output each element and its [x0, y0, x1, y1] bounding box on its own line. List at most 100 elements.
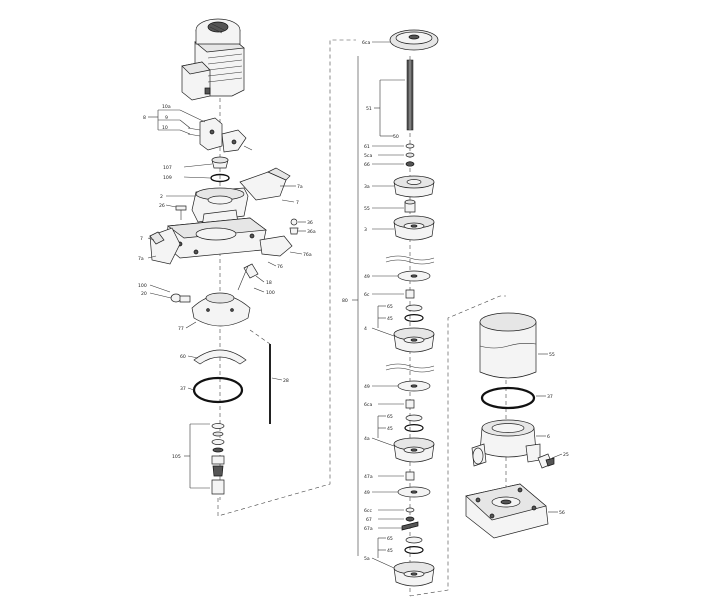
- base-plate-56: 56: [465, 483, 565, 539]
- label-49-3: 49: [364, 490, 370, 496]
- label-18: 18: [266, 280, 272, 286]
- label-100-left: 100: [138, 283, 147, 289]
- break-mark-1: [385, 255, 435, 265]
- break-mark-2: [385, 363, 435, 373]
- screw-36: 36 36a: [289, 218, 316, 235]
- coupling-guard-right: 7a 7: [239, 167, 303, 206]
- seal-parts: 107 109: [163, 156, 230, 183]
- shaft-51: 51 50: [366, 59, 414, 140]
- label-65-3: 65: [387, 536, 393, 542]
- label-8: 8: [143, 115, 146, 121]
- outer-sleeve-55: 55: [479, 312, 555, 379]
- bolt-26: 26: [159, 203, 187, 220]
- stage-group-4a: 65 45 4a: [364, 414, 435, 463]
- top-cap-6ca: 6ca: [362, 29, 439, 51]
- label-20: 20: [141, 291, 147, 297]
- label-6: 6: [547, 434, 550, 440]
- drain-stack-105: 105: [172, 423, 225, 495]
- label-36a: 36a: [307, 229, 316, 235]
- label-9: 9: [165, 115, 168, 121]
- label-107: 107: [163, 165, 172, 171]
- plug-20: 100 20: [138, 283, 191, 303]
- label-49-1: 49: [364, 274, 370, 280]
- label-105: 105: [172, 454, 181, 460]
- label-28: 28: [283, 378, 289, 384]
- label-51: 51: [366, 106, 372, 112]
- label-4: 4: [364, 326, 367, 332]
- label-47a: 47a: [364, 474, 373, 480]
- label-45-1: 45: [387, 316, 393, 322]
- label-5ca: 5ca: [364, 153, 372, 159]
- label-55-middle: 55: [364, 206, 370, 212]
- label-10: 10: [162, 125, 168, 131]
- o-ring-37-right: 37: [480, 386, 553, 410]
- stage-group-4: 65 45 4: [364, 304, 435, 353]
- label-4a: 4a: [364, 436, 370, 442]
- label-group-8: 8 10a 9 10: [143, 104, 206, 135]
- label-45-3: 45: [387, 548, 393, 554]
- label-36: 36: [307, 220, 313, 226]
- connector-line-right: [409, 295, 506, 597]
- small-parts-61-66: 61 5ca 66: [364, 143, 415, 168]
- chamber-3a: 3a: [364, 175, 435, 198]
- label-80: 80: [342, 298, 348, 304]
- staybolt-28: 28: [249, 329, 289, 424]
- clip-60: 60: [180, 349, 247, 365]
- label-37-right: 37: [547, 394, 553, 400]
- label-37-left: 37: [180, 386, 186, 392]
- motor: [181, 18, 245, 101]
- label-66: 66: [364, 162, 370, 168]
- vent-plug-18: 18 100: [237, 263, 275, 296]
- label-5a: 5a: [364, 556, 370, 562]
- label-56: 56: [559, 510, 565, 516]
- label-61: 61: [364, 144, 370, 150]
- label-100-right: 100: [266, 290, 275, 296]
- label-7-left: 7: [140, 236, 143, 242]
- label-45-2: 45: [387, 426, 393, 432]
- label-55-right: 55: [549, 352, 555, 358]
- chamber-3: 3: [364, 215, 435, 241]
- chamber-top-77: 77: [178, 292, 251, 332]
- spacer-6ca-2: 6ca: [364, 399, 415, 409]
- label-2: 2: [160, 194, 163, 200]
- label-77: 77: [178, 326, 184, 332]
- label-49-2: 49: [364, 384, 370, 390]
- impeller-49-3: 49: [364, 486, 431, 498]
- label-109: 109: [163, 175, 172, 181]
- label-76a: 76a: [303, 252, 312, 258]
- label-6ca-top: 6ca: [362, 40, 370, 46]
- part-47a: 47a: [364, 471, 415, 481]
- label-60: 60: [180, 354, 186, 360]
- label-25: 25: [563, 452, 569, 458]
- base-6: 6: [471, 419, 550, 467]
- label-65-1: 65: [387, 304, 393, 310]
- label-76: 76: [277, 264, 283, 270]
- label-3: 3: [364, 227, 367, 233]
- label-67a: 67a: [364, 526, 373, 532]
- stage-group-5a: 65 45 5a: [364, 536, 435, 587]
- impeller-49-1: 49: [364, 270, 431, 282]
- label-3a: 3a: [364, 184, 370, 190]
- o-ring-37-left: 37: [180, 376, 244, 404]
- guard-bracket-76: 76a 76: [259, 235, 312, 270]
- label-6ca-2: 6ca: [364, 402, 372, 408]
- label-6cc: 6cc: [364, 508, 372, 514]
- label-67: 67: [366, 517, 372, 523]
- coupling: [187, 117, 253, 153]
- drain-plug-25: 25: [537, 452, 569, 469]
- impeller-49-2: 49: [364, 380, 431, 392]
- label-7a-top: 7a: [297, 184, 303, 190]
- spacer-6c: 6c: [364, 289, 415, 299]
- label-7-top: 7: [296, 200, 299, 206]
- parts-6cc-67: 6cc 67 67a: [364, 507, 419, 532]
- bush-55: 55: [364, 199, 416, 213]
- label-10a: 10a: [162, 104, 171, 110]
- label-65-2: 65: [387, 414, 393, 420]
- stack-bracket-80: 80: [342, 56, 359, 556]
- connector-line-left: [217, 39, 356, 517]
- label-7a-left: 7a: [138, 256, 144, 262]
- coupling-guard-left: 7 7a: [138, 227, 181, 265]
- label-6c: 6c: [364, 292, 370, 298]
